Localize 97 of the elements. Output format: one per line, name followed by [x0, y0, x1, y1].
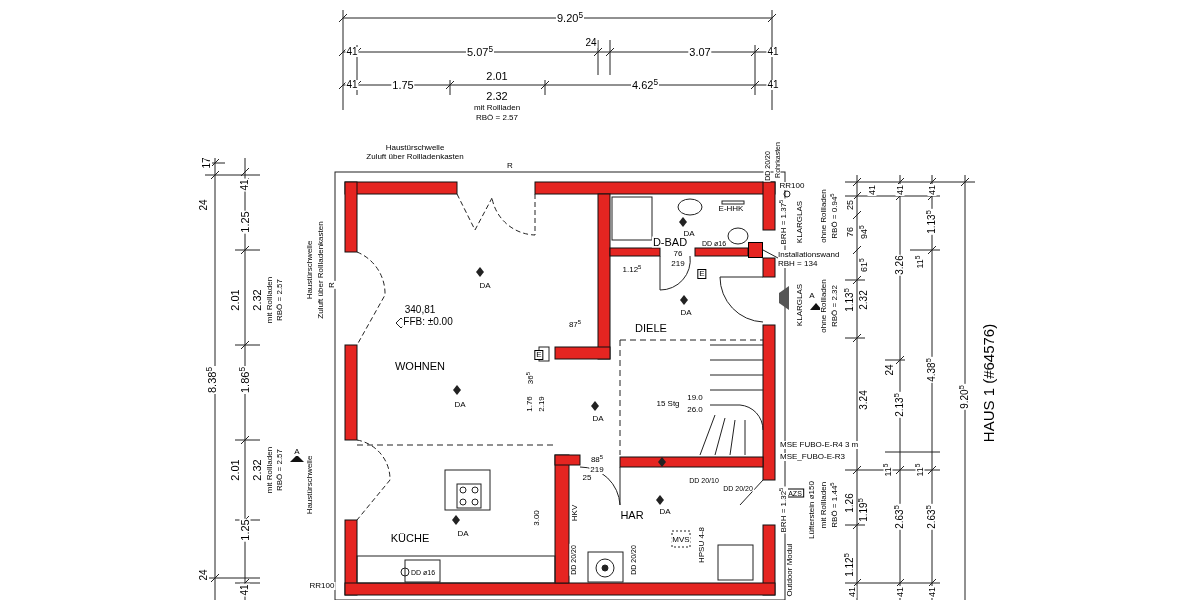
annotation-label: mit Rollladen	[820, 480, 828, 530]
dimension-label: 2.01	[485, 70, 509, 82]
annotation-label: R	[506, 162, 514, 170]
annotation-label: DA	[658, 508, 672, 516]
dimension-label: 24	[885, 363, 895, 377]
dimension-label: 2.01	[229, 288, 241, 312]
annotation-label: A	[808, 292, 816, 300]
annotation-label: MVS	[671, 536, 691, 544]
annotation-label: HPSU 4-8	[698, 526, 706, 564]
annotation-label: DA	[453, 401, 467, 409]
dimension-label: 24	[584, 38, 598, 48]
annotation-label: RR100	[308, 582, 336, 590]
dimension-label: 1.75	[391, 79, 415, 91]
annotation-label: Zuluft über Rollladenkasten	[317, 220, 325, 320]
annotation-label: HKV	[571, 503, 579, 523]
dimension-label: 25	[581, 474, 593, 482]
symbol-label: E	[534, 350, 544, 360]
dimension-label: 1.76	[526, 395, 534, 413]
dimension-label: 3.26	[895, 254, 905, 276]
annotation-label: MSE_FUBO-E-R3	[779, 453, 846, 461]
dimension-label: 41	[240, 583, 250, 597]
annotation-label: mit Rollladen	[472, 104, 522, 112]
dimension-label: 1.25	[239, 210, 251, 234]
annotation-label: 88$^{5}$	[589, 456, 605, 464]
dimension-label: 5.07$^{5}$	[466, 46, 494, 58]
dimension-label: 3.07	[688, 46, 712, 58]
annotation-label: DA	[591, 415, 605, 423]
dimension-label: 24	[199, 198, 209, 212]
dimension-label: 41	[867, 184, 877, 196]
dimension-label: 25	[845, 199, 855, 211]
dimension-label: 76	[845, 226, 855, 238]
annotation-label: 76	[672, 250, 684, 258]
dimension-label: 41	[345, 80, 359, 90]
annotation-label: RR100	[778, 182, 806, 190]
annotation-label: Haustürschwelle	[384, 144, 446, 152]
dimension-label: 2.32	[485, 90, 509, 102]
annotation-label: mit Rollladen	[266, 275, 274, 325]
dimension-label: 4.62$^{5}$	[631, 79, 659, 91]
annotation-label: FFB: ±0.00	[402, 317, 454, 327]
dimension-label: 17	[202, 156, 212, 170]
annotation-label: Zuluft über Rollladenkasten	[365, 153, 465, 161]
dimension-label: 87$^{5}$	[567, 321, 583, 329]
dimension-label: 41	[895, 184, 905, 196]
room-label: DIELE	[634, 322, 668, 334]
annotation-label: 19.0	[686, 394, 704, 402]
dimension-label: 41	[927, 586, 937, 598]
annotation-label: DA	[478, 282, 492, 290]
annotation-label: mit Rollladen	[266, 445, 274, 495]
dimension-label: 41	[766, 47, 780, 57]
annotation-label: DA	[682, 230, 696, 238]
room-label: WOHNEN	[393, 360, 447, 372]
annotation-label: R	[328, 281, 336, 289]
annotation-label: 15 Stg	[655, 400, 681, 408]
symbol-label: E	[697, 269, 707, 279]
annotation-label: E-HHK	[717, 205, 745, 213]
room-label: D-BAD	[651, 236, 689, 248]
dimension-label: 1.12$^{5}$	[621, 266, 643, 274]
dimension-label: 2.32	[859, 289, 869, 311]
annotation-label: Haustürschwelle	[306, 454, 314, 516]
dimension-label: 41	[240, 178, 250, 192]
dimension-label: 41	[766, 80, 780, 90]
leader-line	[762, 249, 779, 259]
annotation-label: Haustürschwelle	[306, 239, 314, 301]
dimension-label: 2.32	[251, 288, 263, 312]
dimension-label: 2.01	[229, 458, 241, 482]
annotation-label: ohne Rollladen	[820, 278, 828, 334]
dimension-label: 3.00	[533, 509, 541, 527]
annotation-label: KLARGLAS	[796, 282, 804, 328]
annotation-label: RBÖ = 2.32	[831, 284, 839, 328]
annotation-label: DA	[456, 530, 470, 538]
wall-segment	[748, 242, 763, 258]
annotation-label: 219	[589, 466, 605, 474]
annotation-label: RBÖ = 2.57	[276, 278, 284, 322]
annotation-label: 340,81	[403, 305, 437, 315]
room-label: KÜCHE	[389, 532, 431, 544]
dimension-label: 41	[345, 47, 359, 57]
annotation-label: Outdoor Modul	[786, 542, 794, 598]
dimension-label: 1.25	[239, 518, 251, 542]
dimension-label: 41	[895, 586, 905, 598]
dimension-label: 1.26	[845, 492, 855, 514]
annotation-label: HAUS 1 (#64576)	[980, 322, 996, 444]
dimension-label: 3.24	[859, 389, 869, 411]
annotation-label: A	[293, 448, 301, 456]
dimension-label: 24	[199, 568, 209, 582]
dimension-label: 2.32	[251, 458, 263, 482]
annotation-label: Lüfterstein ø150	[808, 480, 816, 540]
annotation-label: 219	[670, 260, 686, 268]
annotation-label: DA	[679, 309, 693, 317]
annotation-label: MSE FUBO-E-R4 3 m	[779, 441, 860, 449]
annotation-label: 26.0	[686, 406, 704, 414]
dimension-label: 41	[927, 184, 937, 196]
room-label: HAR	[619, 509, 645, 521]
annotation-label: RBÖ = 2.57	[276, 448, 284, 492]
annotation-label: RBÖ = 2.57	[475, 114, 519, 122]
dimension-label: 41	[847, 586, 857, 598]
dimension-label: 9.20$^{5}$	[556, 12, 584, 24]
dimension-label: 2.19	[538, 395, 546, 413]
